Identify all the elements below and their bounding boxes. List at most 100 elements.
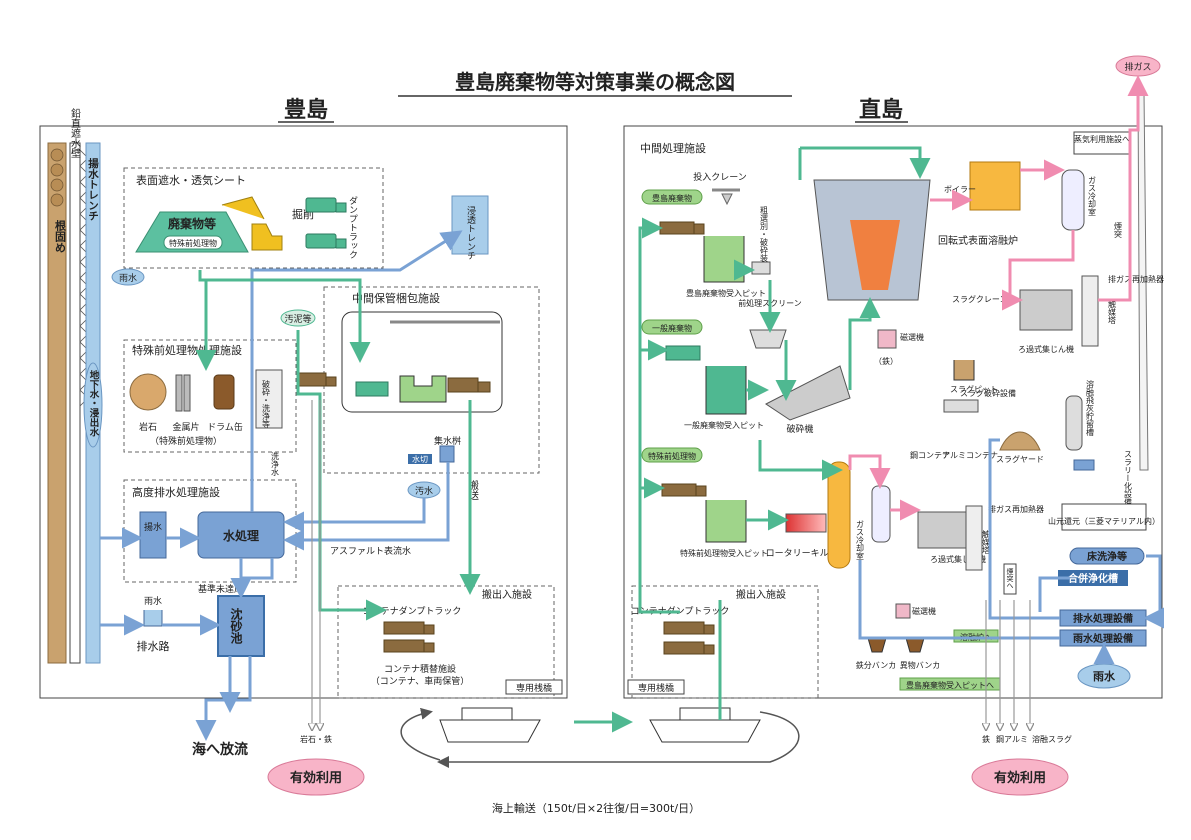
effective-use-right[interactable] <box>971 758 1069 796</box>
water-treat-label: 水処理 <box>223 528 259 543</box>
crusher-type-label: 粗選別・破砕装置 <box>760 205 769 270</box>
magnet2-label: 磁選機 <box>912 606 936 616</box>
drain-equip-label: 排水処理設備 <box>1073 612 1133 625</box>
root-column <box>47 142 67 664</box>
left-frame <box>39 125 568 699</box>
rotary-kiln <box>785 513 827 533</box>
special-facility <box>123 339 297 453</box>
reheat-label: 排ガス再加熱器 <box>1108 274 1164 284</box>
iron-label: （鉄） <box>874 356 898 366</box>
chimney-label: 煙突 <box>1114 222 1123 239</box>
special-waste-badge: 特殊前処理物 <box>648 451 696 461</box>
gas-cool-label-1: ガス冷却室 <box>1088 176 1097 216</box>
mid-label: 中間処理施設 <box>640 141 706 155</box>
container-truck-label-left: コンテナダンプトラック <box>363 605 462 617</box>
metal-label: 金属片 <box>172 421 199 433</box>
rain2-label: 雨水 <box>144 595 162 607</box>
catalyst-label-2: 触媒塔 <box>982 529 991 555</box>
rain-badge-right: 雨水 <box>1093 669 1116 683</box>
inout-label-right: 搬出入施設 <box>736 588 786 601</box>
storage-label: 中間保管梱包施設 <box>352 291 440 305</box>
sand-pond-label: 沈砂池 <box>229 607 243 645</box>
special-pit-label: 特殊前処理物受入ピット <box>680 548 768 558</box>
ship-left <box>439 707 541 743</box>
floor-wash-label: 床洗浄等 <box>1087 550 1127 563</box>
rock-iron-label: 岩石・鉄 <box>300 734 332 744</box>
container-trucks-right <box>663 621 715 655</box>
washing-label: 破砕・洗浄等 <box>262 379 271 428</box>
magnet-label: 磁選機 <box>900 332 924 342</box>
sea-transport-label: 海上輸送（150t/日×2往復/日=300t/日） <box>492 801 700 815</box>
general-waste-badge: 一般廃棄物 <box>652 323 692 333</box>
groundwater-label: 地下水・浸出水 <box>88 369 100 437</box>
foreign-bunker-label: 異物バンカ <box>900 660 940 670</box>
rain-badge: 雨水 <box>119 272 137 284</box>
root-label: 根固め <box>54 219 67 253</box>
washwater-label: 洗浄水 <box>271 451 280 476</box>
asphalt-label: アスファルト表流水 <box>330 545 411 557</box>
cover-sheet-label: 表面遮水・透気シート <box>136 173 246 187</box>
general-pit <box>705 366 747 415</box>
bag-label: ろ過式集じん機 <box>1018 344 1074 354</box>
effective-use-left[interactable] <box>267 758 365 796</box>
container-load-label: コンテナ積替施設 <box>384 663 456 675</box>
exhaust-badge: 排ガス <box>1124 61 1151 73</box>
effective-label-right: 有効利用 <box>994 770 1046 786</box>
drum-icon <box>213 374 235 410</box>
kiln-label: ロータリーキルン炉 <box>766 547 847 559</box>
special-pit <box>705 500 747 543</box>
pier-label-left: 専用桟橋 <box>516 682 552 694</box>
teshima-waste-badge: 豊島廃棄物 <box>652 193 692 203</box>
dirty-badge: 汚水 <box>415 485 433 497</box>
pump-box <box>139 511 167 559</box>
standard-label: 基準未達成 <box>198 583 243 595</box>
bag-filter-2 <box>917 511 967 549</box>
slag-pit-label: スラグピット <box>950 384 998 394</box>
groundwater-oval <box>83 362 103 448</box>
boiler <box>969 161 1021 211</box>
general-pit-label: 一般廃棄物受入ピット <box>684 420 764 430</box>
catalyst-label: 触媒塔 <box>1108 299 1117 325</box>
teshima-pit <box>703 236 745 283</box>
left-heading: 豊島 <box>284 97 328 123</box>
sea-label: 海へ放流 <box>192 741 248 758</box>
special-note: （特殊前処理物） <box>150 435 222 447</box>
rock-label: 岩石 <box>139 421 157 433</box>
rock-icon <box>129 373 167 411</box>
right-heading: 直島 <box>859 97 903 123</box>
sludge-badge: 汚泥等 <box>284 313 311 325</box>
container-load2-label: （コンテナ、車両保管） <box>371 675 470 687</box>
wall-label: 鉛直遮水壁 <box>69 107 81 158</box>
iron-bunker-label: 鉄分バンカ <box>856 660 896 670</box>
rain-equip-label: 雨水処理設備 <box>1073 632 1133 645</box>
special-pre-badge: 特殊前処理物 <box>169 238 217 248</box>
bag-label-2: ろ過式集じん機 <box>930 554 986 564</box>
inout-facility-right <box>631 585 819 699</box>
inout-facility-left <box>337 585 555 699</box>
container-trucks-left <box>383 621 435 653</box>
infiltration-trench-label: 浸透トレンチ <box>465 206 476 260</box>
mitsubishi-label: 山元還元（三菱マテリアル内） <box>1048 516 1160 526</box>
dump-truck-icon <box>305 197 347 249</box>
slag-crane-label: スラグクレーン <box>952 294 1007 304</box>
special-facility-label: 特殊前処理物処理施設 <box>132 343 242 357</box>
slag-yard-label: スラグヤード <box>996 454 1044 464</box>
drain-facility-label: 高度排水処理施設 <box>132 485 220 499</box>
steam-label: 蒸気利用施設へ <box>1074 134 1130 144</box>
excavator-icon <box>221 196 283 251</box>
right-frame <box>623 125 1163 699</box>
out-label-iron: 鉄 <box>982 734 990 744</box>
out-label-alumi: アルミ <box>1004 735 1028 744</box>
gas-cool-label-2: ガス冷却室 <box>856 520 865 560</box>
melting-label: 回転式表面溶融炉 <box>938 234 1018 247</box>
pier-label-right: 専用桟橋 <box>638 682 674 694</box>
drum-label: ドラム缶 <box>207 421 243 433</box>
kiln-tower <box>827 461 851 569</box>
crane-label: 投入クレーン <box>693 171 747 183</box>
waste-label: 廃棄物等 <box>168 216 216 231</box>
pit-label: 集水桝 <box>434 435 461 447</box>
purify-label: 合併浄化槽 <box>1067 572 1118 585</box>
boiler-label: ボイラー <box>944 185 976 194</box>
gas-cool-1 <box>1061 169 1085 231</box>
